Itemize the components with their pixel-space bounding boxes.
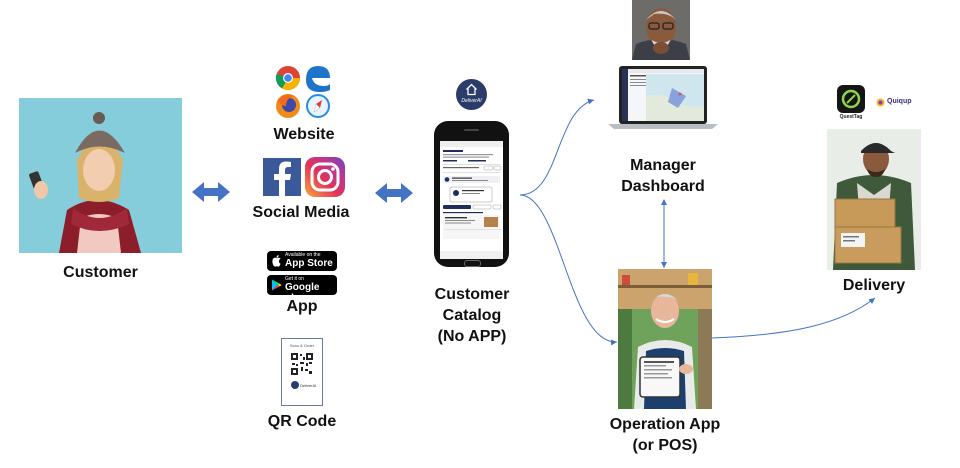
manager-label: Manager Dashboard: [598, 155, 728, 197]
operation-label-line1: Operation App: [609, 416, 721, 433]
google-play-badge[interactable]: Get it on Google play: [267, 275, 337, 304]
app-store-small-text: Available on the: [285, 252, 321, 258]
channels-catalog-double-arrow: [375, 183, 413, 203]
qr-code-icon: [291, 353, 313, 375]
quiqup-logo: Quiqup: [876, 97, 926, 109]
catalog-to-operation-connector: [519, 194, 618, 346]
instagram-icon[interactable]: [305, 157, 345, 197]
delivery-label: Delivery: [842, 277, 906, 294]
catalog-label-line3: (No APP): [437, 328, 507, 345]
app-label: App: [286, 298, 318, 315]
catalog-to-manager-connector: [519, 98, 595, 196]
social-media-label: Social Media: [252, 204, 350, 221]
app-store-badge[interactable]: Available on the App Store: [267, 251, 337, 271]
manager-photo: [632, 0, 690, 60]
google-play-big-text: Google play: [285, 282, 320, 304]
operation-to-delivery-connector: [711, 297, 876, 339]
questtag-icon: [837, 85, 865, 113]
customer-channels-double-arrow: [192, 182, 230, 202]
operation-label: Operation App (or POS): [585, 414, 745, 456]
app-store-big-text: App Store: [285, 258, 333, 269]
customer-photo: [19, 98, 182, 253]
deliverai-logo: DeliverAI: [456, 79, 487, 110]
website-label: Website: [273, 126, 335, 143]
manager-laptop: [608, 66, 718, 130]
operation-label-line2: (or POS): [632, 437, 698, 454]
customer-label: Customer: [63, 264, 138, 281]
safari-icon: [306, 94, 330, 118]
google-play-icon: [272, 279, 282, 291]
browser-icons: [274, 64, 332, 120]
house-icon: [466, 83, 477, 96]
operation-photo: [618, 269, 712, 409]
quiqup-icon: [876, 98, 885, 107]
facebook-icon[interactable]: [263, 158, 301, 196]
catalog-label-line1: Customer: [434, 286, 510, 303]
phone-speaker: [464, 129, 479, 131]
google-play-small-text: Get it on: [285, 276, 304, 282]
qr-card-title: Scan & Order: [289, 343, 315, 348]
quiqup-text: Quiqup: [887, 98, 912, 105]
manager-label-line1: Manager: [630, 157, 696, 174]
qr-card-brand: DeliverAI: [300, 383, 317, 388]
firefox-icon: [276, 94, 300, 118]
apple-icon: [272, 255, 281, 267]
deliverai-small-logo-icon: [291, 381, 299, 389]
questtag-text: QuestTag: [839, 114, 863, 120]
phone-home-button: [464, 260, 481, 267]
manager-label-line2: Dashboard: [621, 178, 705, 195]
deliverai-logo-text: DeliverAI: [461, 98, 482, 104]
edge-icon: [306, 66, 330, 92]
catalog-phone: [434, 121, 509, 267]
qr-code-card: Scan & Order DeliverAI: [281, 338, 323, 406]
delivery-photo: [827, 129, 921, 270]
catalog-phone-screen: [440, 141, 503, 259]
questtag-logo: QuestTag: [836, 85, 866, 123]
qr-code-label: QR Code: [267, 413, 337, 430]
catalog-label-line2: Catalog: [442, 307, 502, 324]
catalog-label: Customer Catalog (No APP): [412, 284, 532, 347]
chrome-icon: [275, 66, 300, 91]
